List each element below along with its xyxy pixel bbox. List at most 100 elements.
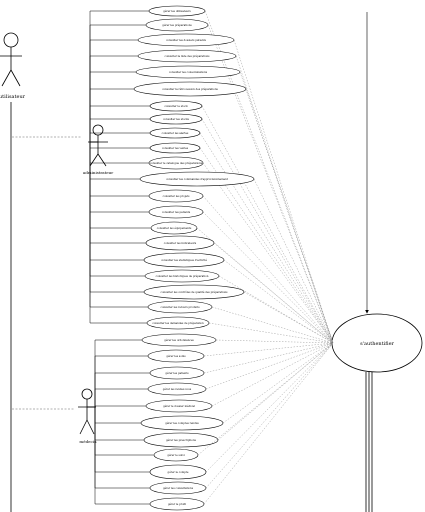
admin-use-case-15	[145, 235, 215, 251]
medecin-use-case-4	[145, 399, 213, 413]
admin-use-case-label-11: consulter les commandes d'approvisionnem…	[166, 177, 229, 181]
admin-use-case-4	[135, 65, 241, 79]
admin-dependency-3	[235, 55, 334, 344]
admin-association-7	[89, 118, 150, 143]
medecin-use-case-7	[153, 448, 199, 462]
medecin-association-9	[87, 406, 150, 489]
medecin-use-case-1	[147, 349, 205, 363]
medecin-use-case-3	[147, 382, 207, 396]
medecin-use-case-label-6: gérer les prescriptions	[166, 438, 197, 442]
admin-use-case-16	[143, 252, 225, 268]
admin-dependency-15	[213, 242, 334, 344]
medecin-use-case-label-3: gérer les rendez-vous	[163, 387, 192, 391]
medecin-use-case-9	[149, 481, 207, 495]
medecin-association-1	[87, 355, 148, 408]
admin-use-case-label-7: consulter les stocks	[163, 117, 190, 121]
medecin-use-case-label-1: gérer les soins	[166, 354, 186, 358]
admin-association-13	[89, 141, 149, 213]
medecin-use-case-8	[149, 464, 207, 480]
medecin-use-case-label-7: gérer le suivi	[167, 453, 185, 457]
admin-use-case-13	[148, 205, 204, 219]
medecin-dependency-10	[203, 342, 334, 505]
medecin-association-3	[87, 388, 148, 408]
admin-use-case-label-14: consulter les équipements	[157, 226, 192, 230]
medecin-dependency-9	[205, 342, 334, 489]
admin-use-case-label-4: consulter les consommations	[169, 70, 208, 74]
use-case-authentifier-label: s'authentifier	[360, 341, 394, 347]
medecin-use-case-label-0: gérer les ordonnances	[164, 338, 194, 342]
admin-use-case-20	[146, 316, 210, 330]
medecin-dependency-7	[197, 342, 334, 456]
admin-use-case-label-2: consulter les dossiers patients	[166, 38, 207, 42]
admin-use-case-label-9: consulter les ventes	[162, 146, 189, 150]
medecin-dependency-0	[215, 339, 334, 344]
actor-administrateur: administrateur	[83, 124, 113, 175]
medecin-use-case-0	[141, 333, 217, 347]
medecin-dependency-4	[211, 342, 334, 407]
admin-use-case-label-10: consulter le catalogue des préparations	[150, 161, 203, 165]
admin-dependency-17	[218, 275, 334, 344]
admin-dependency-18	[243, 291, 334, 344]
admin-use-case-label-16: consulter les statistiques d'activité	[161, 258, 207, 262]
admin-use-case-14	[150, 221, 198, 235]
medecin-dependency-8	[205, 342, 334, 473]
admin-use-case-0	[148, 5, 206, 17]
actor-utilisateur-label: utilisateur	[0, 94, 26, 100]
actor-medecin-label: médecin	[79, 439, 97, 444]
medecin-use-case-label-10: gérer le profil	[168, 502, 186, 506]
admin-use-case-label-13: consulter les patients	[162, 210, 191, 214]
medecin-use-cases: gérer les ordonnances gérer les soins gére…	[87, 333, 334, 511]
admin-association-1	[89, 24, 146, 143]
medecin-use-case-label-4: gérer le dossier médical	[163, 404, 195, 408]
admin-dependency-8	[199, 132, 334, 344]
admin-use-case-1	[145, 18, 209, 32]
admin-dependency-7	[201, 118, 334, 344]
actor-medecin: médecin	[78, 388, 97, 444]
admin-use-case-18	[143, 284, 245, 300]
admin-association-10	[89, 141, 149, 164]
admin-association-18	[89, 141, 144, 293]
admin-association-5	[89, 88, 134, 143]
admin-association-17	[89, 141, 145, 277]
admin-use-case-label-0: gérer les utilisateurs	[163, 9, 191, 13]
admin-association-12	[89, 141, 149, 197]
admin-use-case-label-18: consulter les contrôles de qualité des p…	[161, 290, 229, 294]
admin-use-case-label-15: consulter les indicateurs	[164, 241, 197, 245]
admin-use-case-6	[149, 100, 203, 112]
admin-use-case-2	[137, 33, 235, 47]
admin-dependency-2	[233, 39, 334, 344]
actor-utilisateur: utilisateur	[0, 32, 26, 100]
admin-use-case-19	[147, 300, 213, 314]
medecin-dependency-3	[205, 342, 334, 390]
admin-dependency-20	[208, 322, 334, 344]
admin-use-case-label-12: consulter les projets	[163, 194, 191, 198]
admin-use-case-7	[149, 113, 203, 125]
admin-dependency-14	[196, 227, 334, 344]
admin-association-0	[89, 10, 149, 143]
medecin-use-case-label-2: gérer les patients	[165, 371, 189, 375]
admin-use-case-3	[137, 49, 237, 63]
admin-dependency-10	[202, 162, 334, 344]
admin-association-6	[89, 105, 150, 143]
medecin-dependency-5	[222, 342, 334, 424]
admin-use-case-label-3: consulter la liste des préparations	[165, 54, 211, 58]
admin-use-case-9	[149, 142, 201, 154]
admin-use-case-12	[148, 189, 204, 203]
admin-association-4	[89, 71, 136, 143]
admin-dependency-12	[202, 195, 334, 344]
medecin-use-case-5	[140, 415, 224, 431]
admin-use-case-5	[133, 81, 247, 97]
admin-association-3	[89, 55, 138, 143]
medecin-dependency-6	[217, 342, 334, 441]
medecin-use-case-label-9: gérer les consultations	[163, 486, 194, 490]
admin-dependency-6	[201, 105, 334, 344]
admin-dependency-5	[245, 88, 334, 344]
admin-association-9	[89, 141, 150, 149]
medecin-association-10	[87, 406, 150, 505]
admin-association-8	[89, 132, 150, 143]
medecin-use-case-10	[149, 497, 205, 511]
medecin-use-case-2	[149, 366, 205, 380]
use-case-authentifier: s'authentifier	[331, 313, 423, 373]
